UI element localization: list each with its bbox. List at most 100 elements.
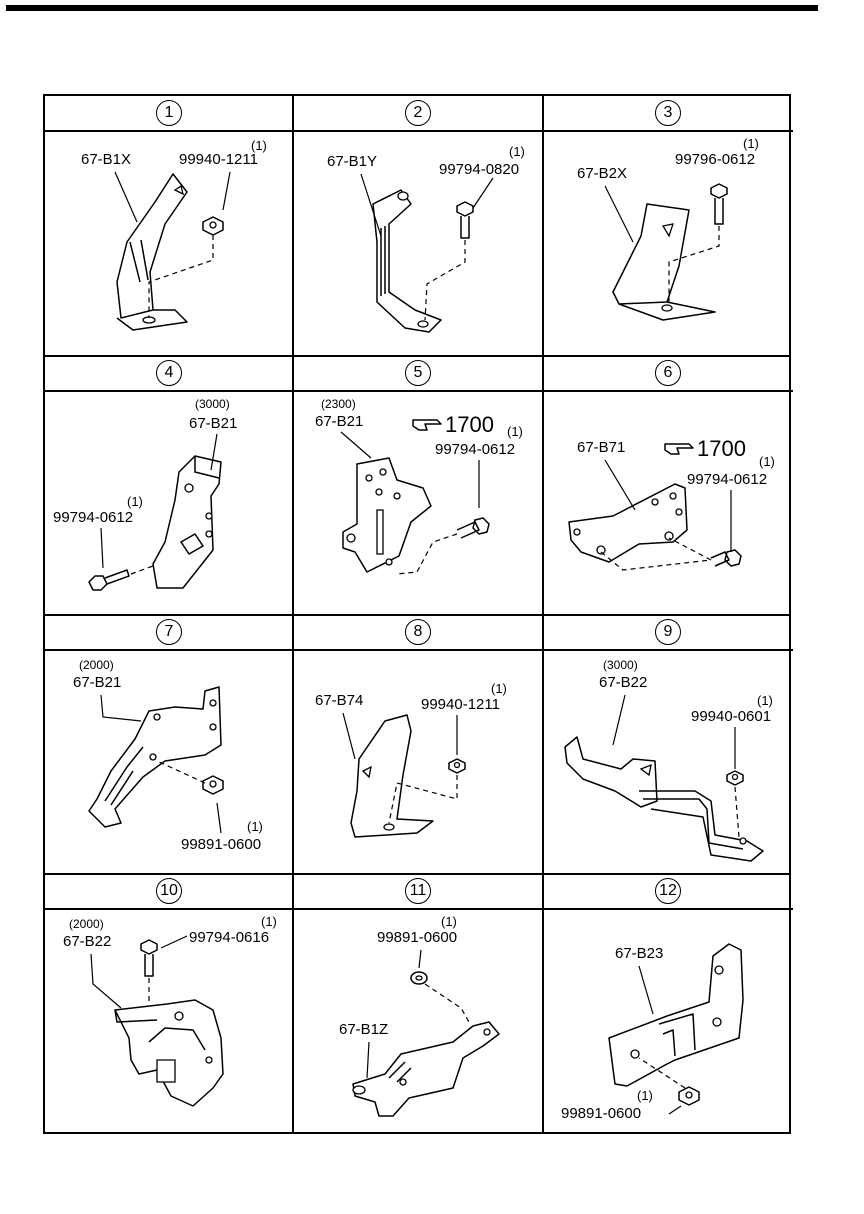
bracket-drawing [88, 686, 222, 828]
reference-page: 1700 [697, 436, 746, 461]
leader-line [612, 694, 626, 746]
cell-body: (2000) 67-B21 (1) 99891-0600 [45, 651, 293, 875]
cell-4: 4 (3000) 67-B21 (1) 99794-0612 [45, 356, 293, 616]
bracket-drawing [116, 173, 188, 331]
cell-9: 9 (3000) 67-B22 (1) 99940-0601 [543, 615, 793, 875]
leader-line [360, 173, 382, 237]
bracket-drawing [342, 457, 432, 573]
assembly-line [600, 537, 712, 571]
leader-line [668, 1105, 682, 1115]
cell-6: 6 67-B71 1700 (1) 99794-0612 [543, 356, 793, 616]
assembly-line [734, 786, 740, 838]
pointing-hand-icon [412, 419, 442, 431]
part-number: 67-B23 [615, 945, 663, 962]
cell-7: 7 (2000) 67-B21 (1) 99891-0600 [45, 615, 293, 875]
index-number: 6 [655, 360, 681, 386]
fastener-number: 99794-0616 [189, 929, 269, 946]
bracket-drawing [568, 483, 688, 563]
bolt-icon [710, 549, 742, 567]
fastener-number: 99794-0612 [435, 441, 515, 458]
assembly-line [424, 240, 466, 321]
fastener-number: 99940-0601 [691, 708, 771, 725]
leader-line [342, 712, 356, 760]
variant-code: (2300) [321, 397, 356, 411]
cell-header: 4 [45, 356, 293, 392]
cell-body: (2300) 67-B21 1700 (1) 99794-0612 [293, 392, 543, 616]
cell-11: 11 (1) 99891-0600 67-B1Z [293, 874, 543, 1136]
cell-header: 10 [45, 874, 293, 910]
cell-body: 67-B2X (1) 99796-0612 [543, 132, 793, 356]
part-number: 67-B21 [189, 415, 237, 432]
parts-grid: 1 67-B1X (1) 99940-1211 [43, 94, 793, 1136]
cell-3: 3 67-B2X (1) 99796-0612 [543, 96, 793, 356]
cell-header: 5 [293, 356, 543, 392]
nut-icon [678, 1086, 700, 1106]
leader-line [100, 694, 142, 722]
index-number: 7 [156, 619, 182, 645]
leader-line [340, 431, 372, 459]
cell-body: 67-B23 (1) 99891-0600 [543, 910, 793, 1136]
leader-line [418, 949, 422, 969]
cell-header: 12 [543, 874, 793, 910]
part-number: 67-B74 [315, 692, 363, 709]
fastener-number: 99891-0600 [561, 1105, 641, 1122]
fastener-number: 99794-0820 [439, 161, 519, 178]
index-number: 8 [405, 619, 431, 645]
leader-line [638, 965, 654, 1015]
cell-10: 10 (2000) 67-B22 (1) 99794-0616 [45, 874, 293, 1136]
quantity: (1) [441, 914, 457, 929]
cell-body: 67-B71 1700 (1) 99794-0612 [543, 392, 793, 616]
quantity: (1) [251, 138, 267, 153]
bracket-drawing [612, 203, 716, 321]
variant-code: (3000) [195, 397, 230, 411]
assembly-line [424, 983, 470, 1023]
bracket-drawing [152, 455, 222, 589]
leader-line [210, 433, 218, 471]
part-number: 67-B1Z [339, 1021, 388, 1038]
cell-body: 67-B1X (1) 99940-1211 [45, 132, 293, 356]
leader-line [114, 171, 138, 223]
bolt-icon [456, 201, 474, 239]
cell-body: 67-B74 (1) 99940-1211 [293, 651, 543, 875]
assembly-line [148, 235, 214, 318]
bracket-drawing [608, 943, 744, 1087]
fastener-number: 99794-0612 [687, 471, 767, 488]
variant-code: (2000) [79, 658, 114, 672]
nut-icon [202, 216, 224, 236]
cell-body: (2000) 67-B22 (1) 99794-0616 [45, 910, 293, 1136]
bolt-icon [456, 517, 490, 539]
fastener-number: 99891-0600 [377, 929, 457, 946]
index-number: 11 [405, 878, 431, 904]
quantity: (1) [247, 819, 263, 834]
bracket-drawing [352, 1021, 500, 1117]
quantity: (1) [637, 1088, 653, 1103]
quantity: (1) [127, 494, 143, 509]
index-number: 3 [655, 100, 681, 126]
assembly-line [668, 226, 720, 302]
part-number: 67-B1X [81, 151, 131, 168]
cell-header: 11 [293, 874, 543, 910]
leader-line [472, 177, 494, 209]
reference-page: 1700 [445, 412, 494, 437]
part-number: 67-B71 [577, 439, 625, 456]
quantity: (1) [507, 424, 523, 439]
leader-line [90, 953, 122, 1009]
cell-header: 7 [45, 615, 293, 651]
variant-code: (3000) [603, 658, 638, 672]
fastener-number: 99796-0612 [675, 151, 755, 168]
cell-1: 1 67-B1X (1) 99940-1211 [45, 96, 293, 356]
leader-line [604, 185, 634, 243]
part-number: 67-B1Y [327, 153, 377, 170]
grid-line [45, 614, 789, 616]
index-number: 10 [156, 878, 182, 904]
nut-icon [726, 770, 744, 786]
assembly-line [130, 565, 154, 575]
leader-line [100, 527, 104, 569]
quantity: (1) [743, 136, 759, 151]
cell-body: (3000) 67-B21 (1) 99794-0612 [45, 392, 293, 616]
quantity: (1) [757, 693, 773, 708]
top-rule [6, 5, 818, 11]
quantity: (1) [491, 681, 507, 696]
index-number: 1 [156, 100, 182, 126]
fastener-number: 99940-1211 [179, 151, 258, 168]
